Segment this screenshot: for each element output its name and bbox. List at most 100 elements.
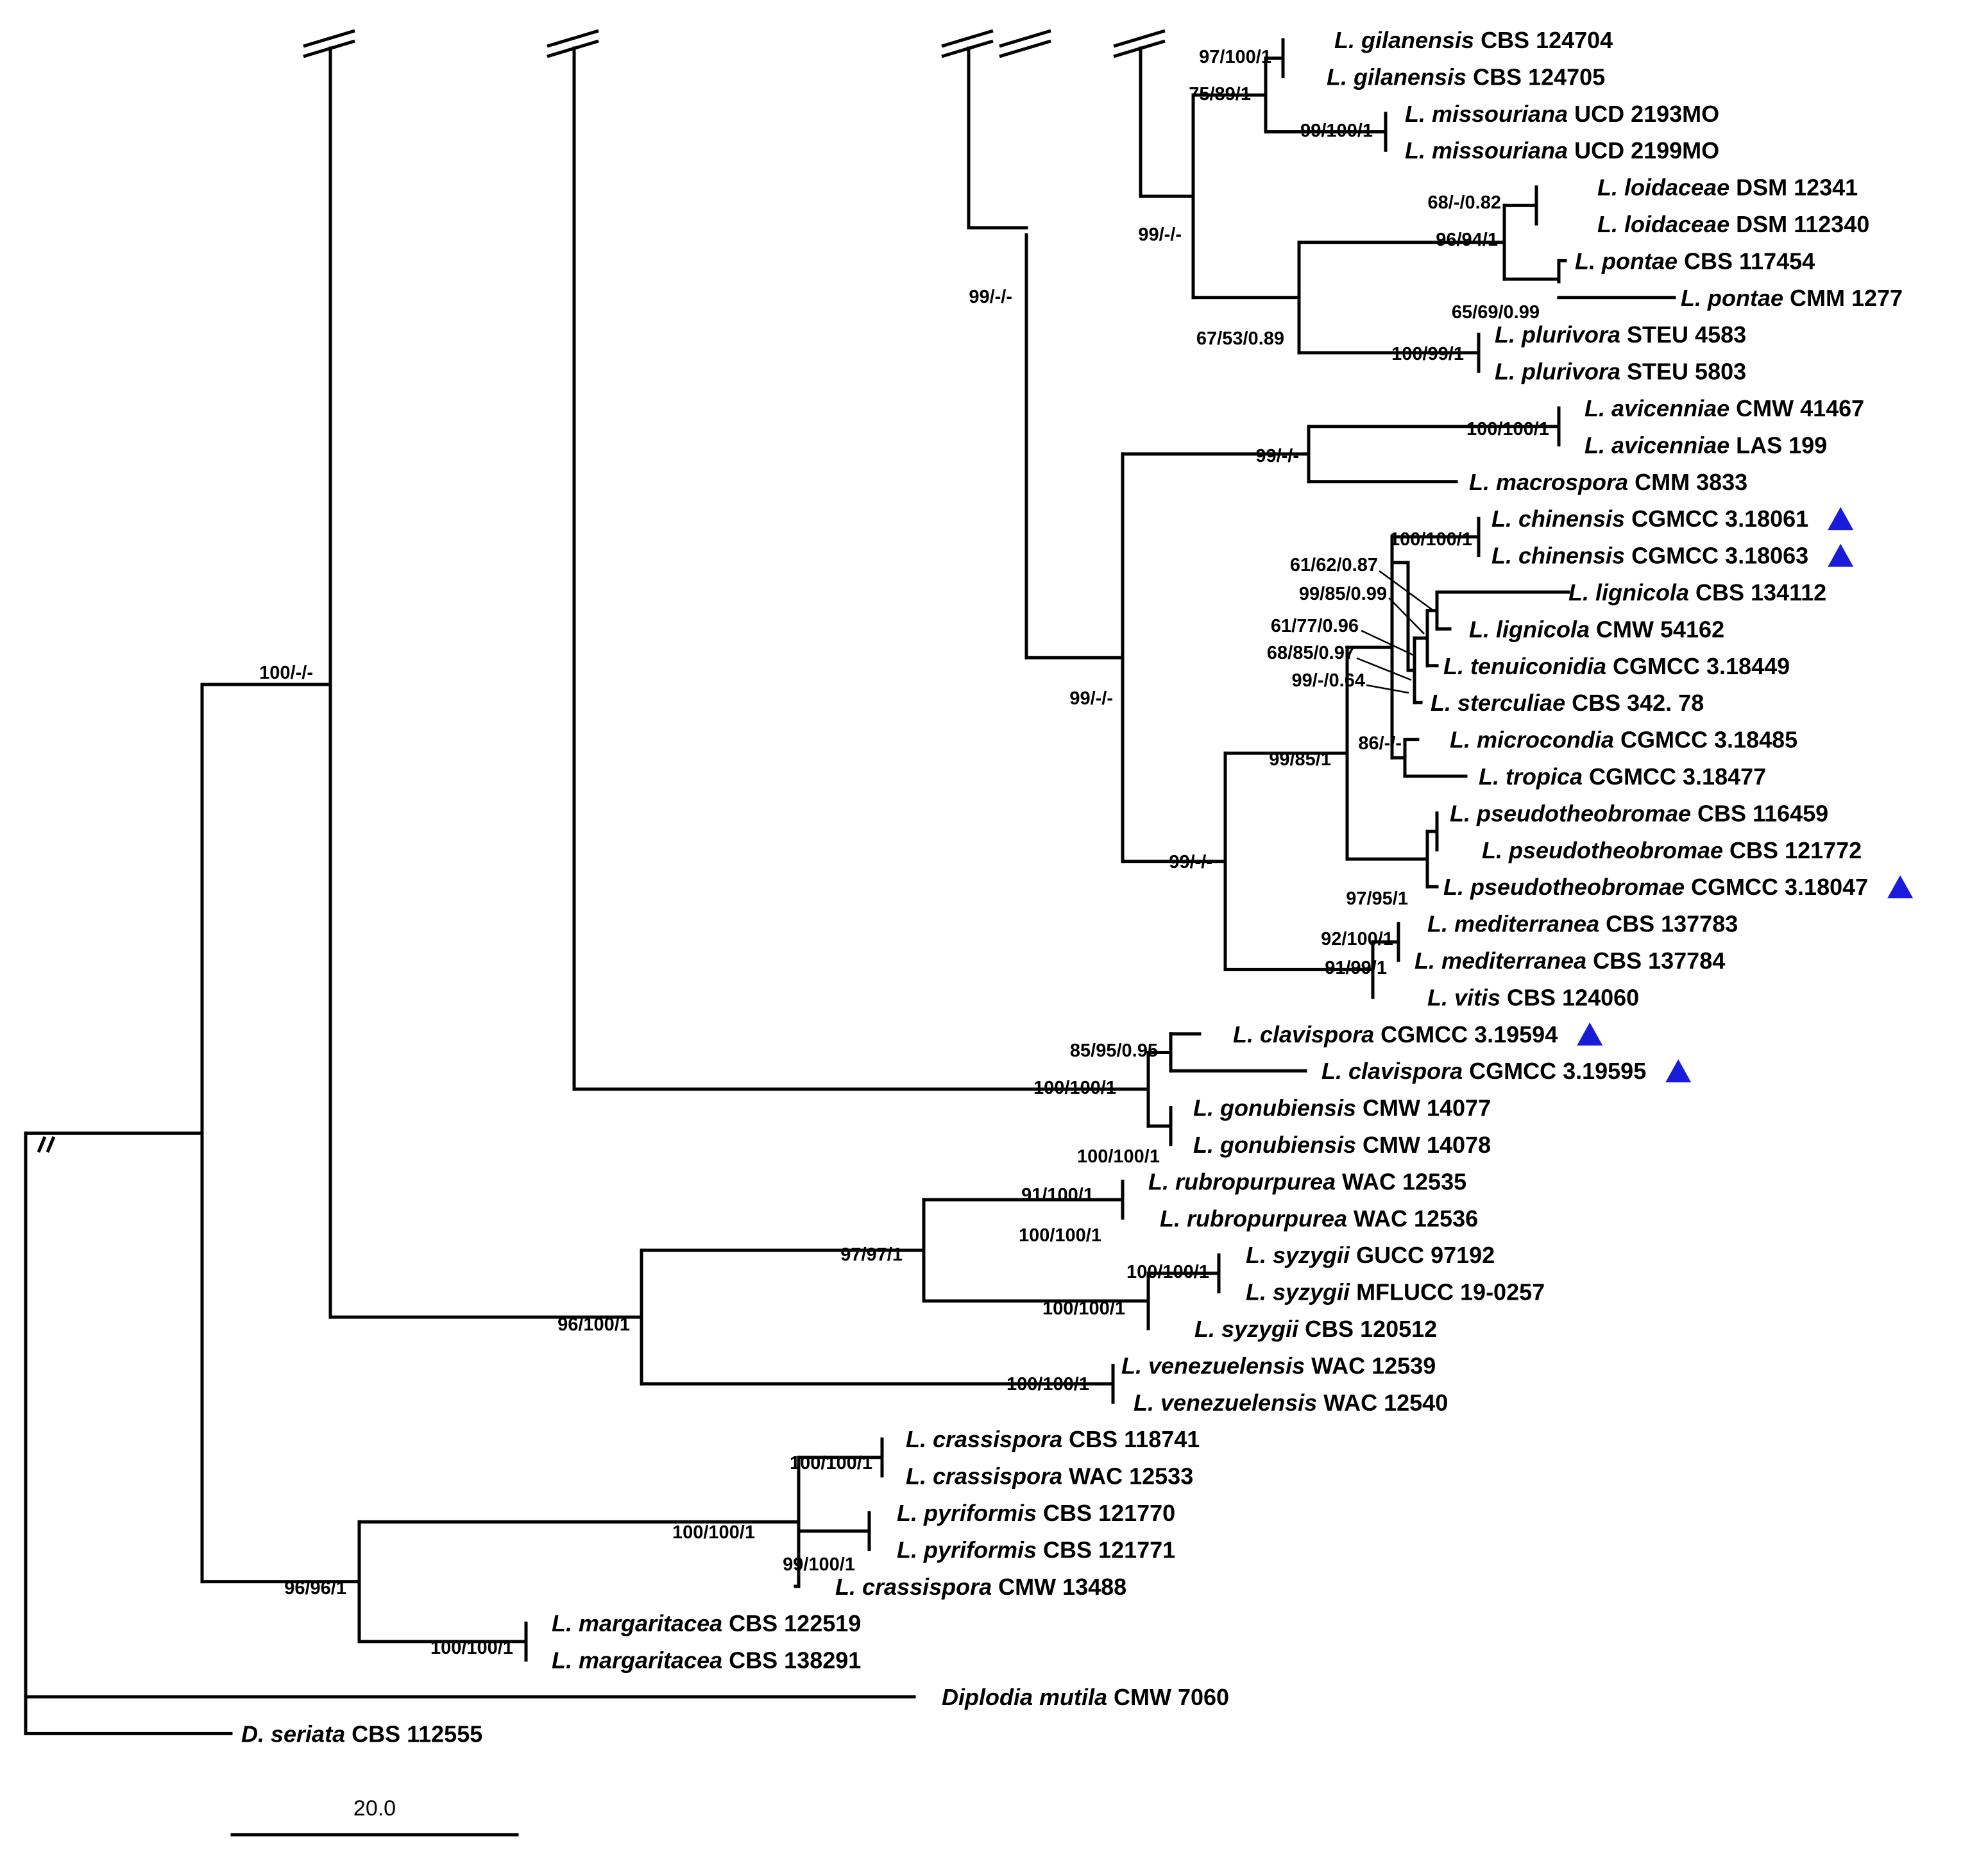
taxon-genus: L. vitis <box>1427 984 1500 1010</box>
support-pointer <box>1356 657 1412 681</box>
taxon-genus: L. gonubiensis <box>1193 1095 1356 1121</box>
taxon-genus: L. syzygii <box>1246 1242 1350 1268</box>
taxon-genus: L. loidaceae <box>1597 211 1729 237</box>
taxon-label: L. avicenniae CMW 41467 <box>1584 395 1864 421</box>
taxon-label: L. macrospora CMM 3833 <box>1469 469 1747 495</box>
break-mark <box>999 39 1051 58</box>
support-value: 100/100/1 <box>790 1453 872 1474</box>
taxon-label: L. rubropurpurea WAC 12535 <box>1148 1168 1466 1194</box>
taxon-strain: DSM 12341 <box>1729 174 1858 201</box>
taxon-label: L. missouriana UCD 2193MO <box>1405 101 1719 127</box>
taxon-strain: CBS 112555 <box>345 1721 482 1747</box>
taxon-genus: L. venezuelensis <box>1121 1352 1305 1379</box>
taxon-genus: L. sterculiae <box>1431 690 1565 716</box>
taxon-genus: L. crassispora <box>906 1463 1062 1490</box>
support-value: 99/85/0.99 <box>1299 584 1387 604</box>
taxon-genus: L. lignicola <box>1568 579 1689 606</box>
taxon-label: L. gilanensis CBS 124705 <box>1327 64 1605 90</box>
taxon-strain: CBS 137784 <box>1586 947 1725 974</box>
support-value: 85/95/0.95 <box>1070 1041 1158 1061</box>
taxon-genus: L. missouriana <box>1405 101 1568 127</box>
support-pointer <box>1366 684 1409 694</box>
taxon-genus: L. pontae <box>1575 248 1678 274</box>
taxon-strain: CBS 121772 <box>1723 837 1862 863</box>
support-value: 99/85/1 <box>1269 749 1331 770</box>
taxon-strain: WAC 12540 <box>1317 1389 1448 1416</box>
taxon-genus: L. clavispora <box>1233 1021 1374 1048</box>
taxon-strain: CBS 124705 <box>1466 64 1605 90</box>
break-mark <box>941 39 994 58</box>
taxon-strain: CMM 1277 <box>1783 285 1903 311</box>
taxon-label: L. crassispora CBS 118741 <box>906 1426 1200 1452</box>
taxon-genus: L. loidaceae <box>1597 174 1729 201</box>
taxon-strain: STEU 4583 <box>1620 321 1746 348</box>
support-pointer <box>1379 570 1432 611</box>
taxon-genus: L. gonubiensis <box>1193 1132 1356 1158</box>
taxon-strain: MFLUCC 19-0257 <box>1350 1279 1545 1305</box>
taxon-strain: CBS 134112 <box>1689 579 1826 606</box>
break-mark <box>999 29 1051 48</box>
taxon-genus: L. avicenniae <box>1584 395 1729 421</box>
taxon-strain: CBS 121771 <box>1037 1536 1175 1563</box>
support-value: 100/100/1 <box>1007 1374 1089 1395</box>
taxon-strain: CGMCC 3.18061 <box>1625 506 1808 532</box>
taxon-genus: L. syzygii <box>1194 1316 1299 1342</box>
taxon-genus: L. pseudotheobromae <box>1482 837 1723 863</box>
taxon-genus: L. gilanensis <box>1334 27 1474 53</box>
taxon-strain: CGMCC 3.18485 <box>1614 727 1797 753</box>
taxon-genus: L. pseudotheobromae <box>1450 800 1691 826</box>
taxon-labels: L. gilanensis CBS 124704 L. gilanensis CB… <box>241 27 1903 1747</box>
taxon-strain: DSM 112340 <box>1729 211 1869 237</box>
taxon-label: L. pyriformis CBS 121770 <box>897 1500 1175 1526</box>
taxon-strain: CBS 116459 <box>1691 800 1828 826</box>
taxon-genus: L. mediterranea <box>1415 947 1586 974</box>
taxon-strain: CMW 14077 <box>1356 1095 1491 1121</box>
taxon-label: L. chinensis CGMCC 3.18061 <box>1491 506 1808 532</box>
break-mark <box>303 29 355 48</box>
taxon-label: L. plurivora STEU 5803 <box>1495 359 1746 385</box>
taxon-genus: L. pyriformis <box>897 1536 1037 1563</box>
support-value: 91/99/1 <box>1325 958 1387 978</box>
taxon-genus: L. crassispora <box>835 1574 992 1600</box>
taxon-strain: CBS 120512 <box>1298 1316 1437 1342</box>
taxon-strain: CMW 13488 <box>992 1574 1126 1600</box>
support-value: 96/96/1 <box>284 1578 346 1599</box>
support-value: 100/99/1 <box>1391 344 1464 364</box>
taxon-label: L. tropica CGMCC 3.18477 <box>1479 763 1766 790</box>
support-value: 99/-/- <box>1169 852 1212 872</box>
taxon-strain: WAC 12533 <box>1062 1463 1193 1490</box>
taxon-label: L. plurivora STEU 4583 <box>1495 321 1746 348</box>
taxon-label: L. missouriana UCD 2199MO <box>1405 137 1719 164</box>
taxon-label: L. pseudotheobromae CGMCC 3.18047 <box>1443 874 1868 900</box>
taxon-strain: CMM 3833 <box>1628 469 1747 495</box>
taxon-strain: STEU 5803 <box>1620 359 1746 385</box>
taxon-strain: GUCC 97192 <box>1350 1242 1495 1268</box>
support-value: 99/-/0.64 <box>1292 670 1365 691</box>
support-value: 65/69/0.99 <box>1452 302 1540 323</box>
taxon-genus: L. rubropurpurea <box>1160 1205 1347 1232</box>
taxon-strain: CBS 124704 <box>1474 27 1613 53</box>
taxon-genus: L. pyriformis <box>897 1500 1037 1526</box>
taxon-label: L. margaritacea CBS 138291 <box>552 1647 861 1674</box>
taxon-genus: D. seriata <box>241 1721 345 1747</box>
taxon-genus: L. margaritacea <box>552 1647 722 1674</box>
taxon-label: L. rubropurpurea WAC 12536 <box>1160 1205 1478 1232</box>
support-value: 100/100/1 <box>430 1638 513 1658</box>
support-value: 100/-/- <box>259 663 313 683</box>
support-value: 99/-/- <box>969 287 1012 307</box>
new-strain-triangle-icon <box>1828 543 1854 567</box>
taxon-genus: L. missouriana <box>1405 137 1568 164</box>
support-value: 99/-/- <box>1255 446 1299 466</box>
new-strain-triangle-icon <box>1887 875 1914 899</box>
support-pointer-lines <box>1356 570 1432 694</box>
taxon-genus: L. microcondia <box>1450 727 1614 753</box>
taxon-genus: L. chinensis <box>1491 543 1625 569</box>
taxon-label: Diplodia mutila CMW 7060 <box>942 1684 1229 1710</box>
taxon-strain: CMW 14078 <box>1356 1132 1491 1158</box>
branch-break-marks <box>37 29 1166 1153</box>
support-value: 100/100/1 <box>1466 419 1549 439</box>
support-value: 100/100/1 <box>1042 1298 1125 1319</box>
taxon-label: L. venezuelensis WAC 12539 <box>1121 1352 1436 1379</box>
taxon-genus: L. tenuiconidia <box>1443 653 1606 679</box>
